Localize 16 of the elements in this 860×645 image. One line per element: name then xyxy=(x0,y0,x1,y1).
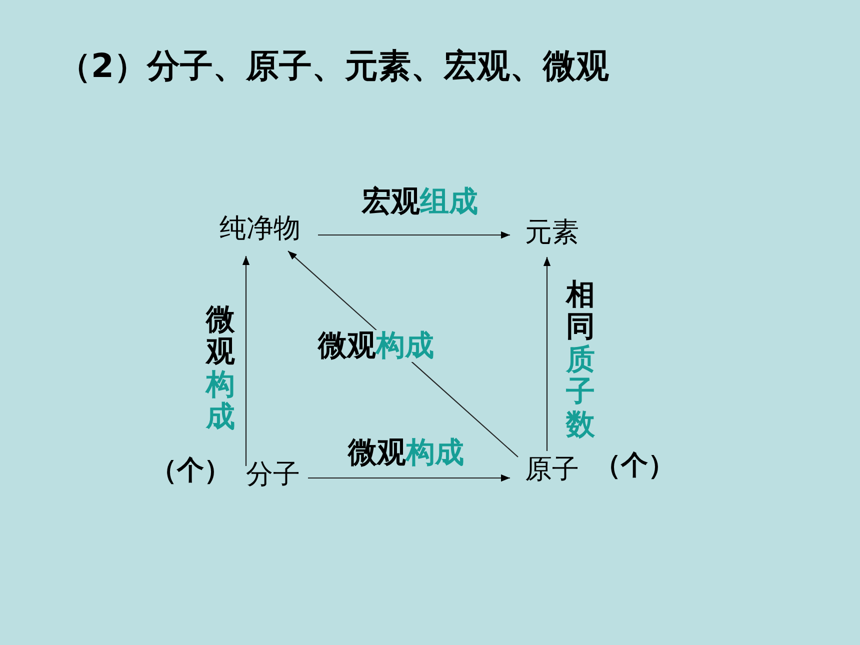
edge-label: 微观构成 xyxy=(206,303,235,433)
edge-label: 相同质子数 xyxy=(566,278,595,440)
edge-label: 微观构成 xyxy=(348,437,464,469)
arrow xyxy=(242,256,250,466)
node-label: 原子 xyxy=(525,455,579,485)
node-label: 分子 xyxy=(246,460,300,490)
arrow xyxy=(308,474,510,482)
count-note: （个） xyxy=(594,451,675,481)
edge-label: 微观构成 xyxy=(318,330,434,362)
arrow xyxy=(318,231,510,239)
node-label: 元素 xyxy=(525,218,579,248)
node-label: 纯净物 xyxy=(220,214,300,244)
count-note: （个） xyxy=(150,456,231,486)
arrow xyxy=(543,257,551,451)
edge-label: 宏观组成 xyxy=(362,186,478,218)
title: （2）分子、原子、元素、宏观、微观 xyxy=(58,45,609,87)
